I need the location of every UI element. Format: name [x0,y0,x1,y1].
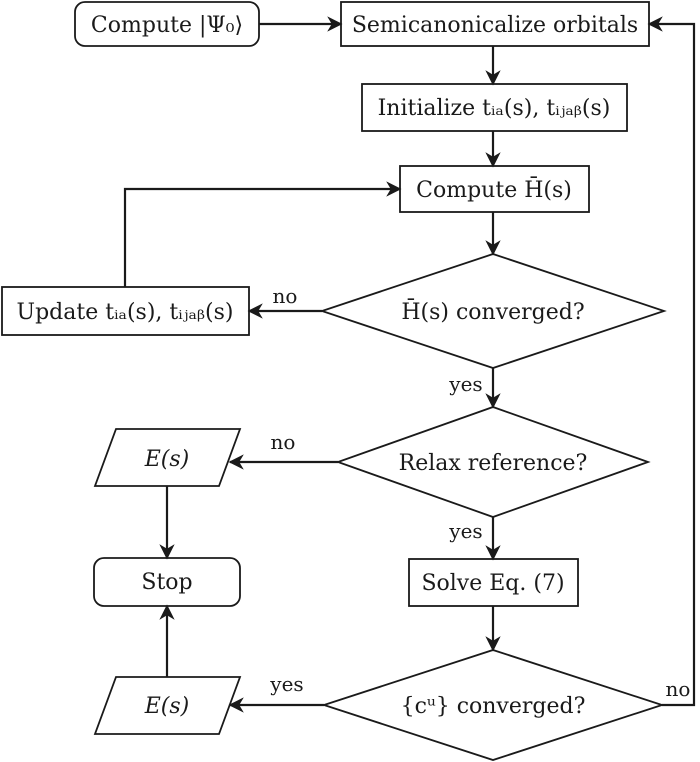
edge-update-to-compute-hbar [123,181,402,287]
hbar-converged-label: H̄(s) converged? [401,298,584,325]
relax-yes-label: yes [448,519,482,543]
hbar-yes-label: yes [448,372,482,396]
hbar-no-label: no [273,284,298,308]
cmu-converged-label: {cᵘ} converged? [401,694,586,719]
stop-label: Stop [141,570,192,595]
energy-upper-io [93,428,242,487]
semicanonicalize-label: Semicanonicalize orbitals [352,13,638,38]
energy-lower-label: E(s) [144,694,190,719]
relax-no-label: no [271,430,296,454]
compute-hbar-label: Compute H̄(s) [416,176,572,203]
solve-eq-label: Solve Eq. (7) [421,571,564,596]
semicanonicalize-node [340,1,650,47]
initialize-t-label: Initialize tᵢₐ(s), tᵢⱼₐᵦ(s) [378,96,611,121]
energy-upper-label: E(s) [144,447,190,472]
edge-cmu-no-to-semicanonicalize [647,16,696,707]
update-t-label: Update tᵢₐ(s), tᵢⱼₐᵦ(s) [17,300,234,325]
compute-psi0-label: Compute |Ψ₀⟩ [91,13,243,38]
compute-hbar-node [399,165,590,213]
solve-eq-node [408,558,579,607]
update-t-node [1,286,250,336]
cmu-converged-decision [321,649,665,761]
cmu-no-label: no [666,677,691,701]
relax-reference-label: Relax reference? [399,451,588,476]
energy-lower-io [93,676,242,735]
cmu-yes-label: yes [269,672,303,696]
